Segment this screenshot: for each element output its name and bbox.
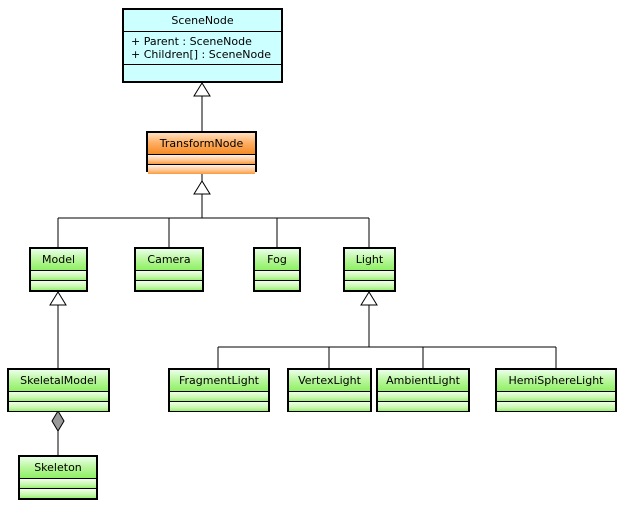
class-box-model[interactable]: Model bbox=[29, 247, 88, 292]
class-operations-scenenode bbox=[124, 64, 281, 81]
class-operations-transformnode bbox=[148, 164, 255, 174]
class-name-fog: Fog bbox=[255, 249, 299, 270]
class-name-camera: Camera bbox=[136, 249, 202, 270]
class-name-model: Model bbox=[31, 249, 86, 270]
class-attributes-camera bbox=[136, 270, 202, 280]
class-operations-fog bbox=[255, 280, 299, 290]
class-attributes-ambientlight bbox=[378, 391, 468, 401]
class-name-skeleton: Skeleton bbox=[20, 457, 96, 478]
class-operations-hemispherelight bbox=[497, 401, 615, 411]
class-name-transformnode: TransformNode bbox=[148, 133, 255, 154]
class-box-skeleton[interactable]: Skeleton bbox=[18, 455, 98, 500]
class-operations-fragmentlight bbox=[170, 401, 268, 411]
class-attributes-light bbox=[345, 270, 394, 280]
class-name-light: Light bbox=[345, 249, 394, 270]
class-name-ambientlight: AmbientLight bbox=[378, 370, 468, 391]
edge-transformnode-to-scenenode bbox=[193, 82, 211, 131]
class-operations-skeleton bbox=[20, 488, 96, 498]
class-name-hemispherelight: HemiSphereLight bbox=[497, 370, 615, 391]
attribute-row: + Parent : SceneNode bbox=[131, 35, 252, 48]
class-box-light[interactable]: Light bbox=[343, 247, 396, 292]
class-name-fragmentlight: FragmentLight bbox=[170, 370, 268, 391]
class-name-vertexlight: VertexLight bbox=[289, 370, 370, 391]
class-attributes-vertexlight bbox=[289, 391, 370, 401]
class-box-camera[interactable]: Camera bbox=[134, 247, 204, 292]
class-name-scenenode: SceneNode bbox=[124, 10, 281, 31]
class-attributes-model bbox=[31, 270, 86, 280]
attribute-row: + Children[] : SceneNode bbox=[131, 48, 272, 61]
class-operations-skeletalmodel bbox=[9, 401, 108, 411]
class-attributes-fragmentlight bbox=[170, 391, 268, 401]
class-box-fog[interactable]: Fog bbox=[253, 247, 301, 292]
class-attributes-skeletalmodel bbox=[9, 391, 108, 401]
class-operations-camera bbox=[136, 280, 202, 290]
class-box-hemispherelight[interactable]: HemiSphereLight bbox=[495, 368, 617, 412]
class-operations-model bbox=[31, 280, 86, 290]
class-box-ambientlight[interactable]: AmbientLight bbox=[376, 368, 470, 412]
class-box-skeletalmodel[interactable]: SkeletalModel bbox=[7, 368, 110, 412]
edge-skeletalmodel-composes-skeleton bbox=[51, 410, 65, 455]
class-box-transformnode[interactable]: TransformNode bbox=[146, 131, 257, 174]
class-operations-vertexlight bbox=[289, 401, 370, 411]
edge-skeletalmodel-to-model bbox=[49, 291, 67, 368]
class-attributes-transformnode bbox=[148, 154, 255, 164]
edge-light-children-bus bbox=[217, 291, 557, 368]
class-attributes-skeleton bbox=[20, 478, 96, 488]
class-box-scenenode[interactable]: SceneNode + Parent : SceneNode + Childre… bbox=[122, 8, 283, 83]
class-operations-light bbox=[345, 280, 394, 290]
class-operations-ambientlight bbox=[378, 401, 468, 411]
class-attributes-fog bbox=[255, 270, 299, 280]
class-attributes-hemispherelight bbox=[497, 391, 615, 401]
class-name-skeletalmodel: SkeletalModel bbox=[9, 370, 108, 391]
class-attributes-scenenode: + Parent : SceneNode + Children[] : Scen… bbox=[124, 31, 281, 64]
edge-transformnode-children-bus bbox=[57, 172, 370, 247]
class-box-vertexlight[interactable]: VertexLight bbox=[287, 368, 372, 412]
class-box-fragmentlight[interactable]: FragmentLight bbox=[168, 368, 270, 412]
